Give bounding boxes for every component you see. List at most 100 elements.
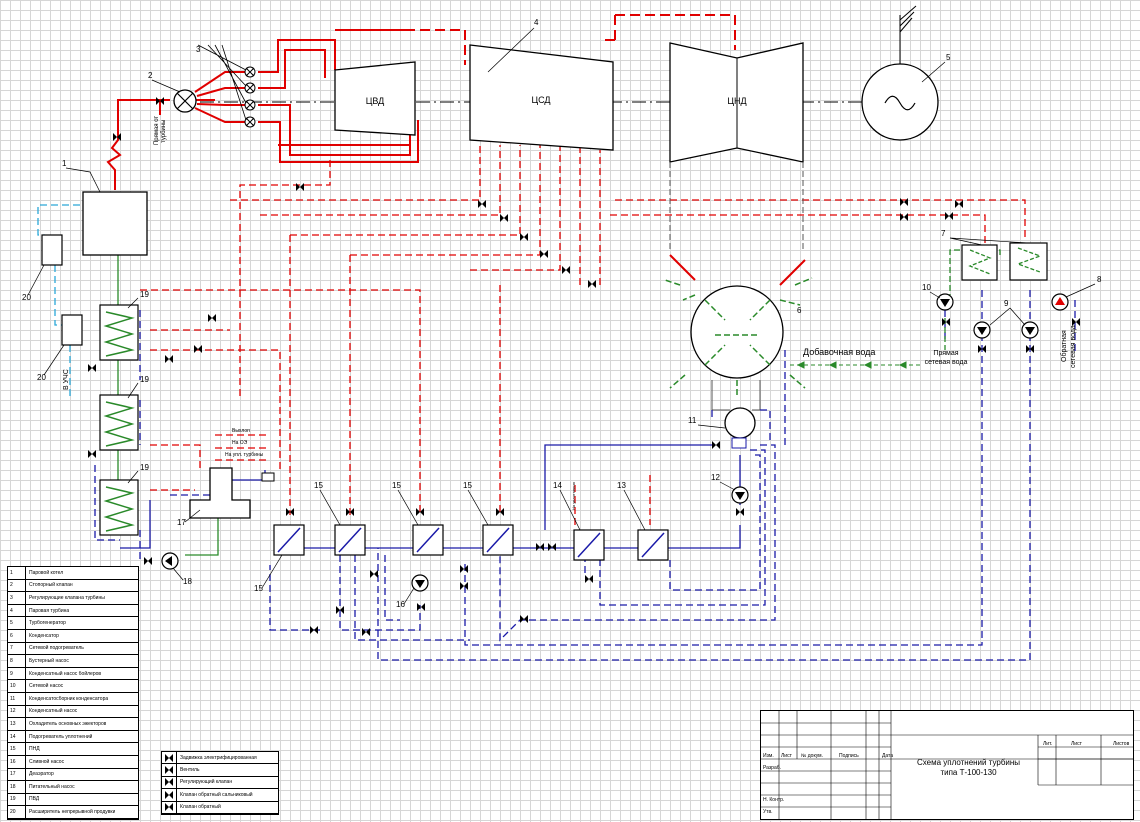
legend-row-text: Сетевой подогреватель (29, 645, 84, 652)
flow-labels: Добавочная вода Прямая сетевая вода Обра… (63, 116, 1077, 510)
lp-heaters (273, 524, 669, 561)
boiler-condensate-pump-1 (973, 321, 991, 339)
legend-row-number: 19 (8, 793, 26, 806)
svg-text:Выхлоп: Выхлоп (232, 428, 250, 434)
svg-text:19: 19 (140, 290, 149, 299)
legend-row-number: 20 (8, 806, 26, 818)
control-valves (197, 44, 256, 128)
symbol-row-text: Регулирующий клапан (180, 779, 233, 786)
legend-row-text: Сетевой насос (29, 683, 64, 690)
legend-row-text: Конденсатор (29, 632, 59, 639)
legend-row-number: 2 (8, 579, 26, 592)
svg-text:14: 14 (553, 481, 562, 490)
network-heaters (961, 242, 1048, 281)
svg-text:11: 11 (688, 416, 697, 425)
title-block: Схема уплотнений турбины типа Т-100-130 … (760, 710, 1134, 820)
valve-icon (162, 776, 177, 789)
expander-1 (41, 234, 63, 266)
svg-text:15: 15 (254, 584, 263, 593)
turbine-group: ЦВД ЦСД ЦНД (200, 5, 939, 163)
svg-text:20: 20 (37, 373, 46, 382)
legend-row-text: Турбогенератор (29, 620, 66, 627)
symbol-row: Клапан обратный (162, 801, 278, 814)
ip-cylinder (469, 44, 614, 151)
legend-row-text: Конденсатосборник конденсатора (29, 695, 109, 702)
col-sign: Подпись (839, 753, 859, 759)
svg-text:Обратная: Обратная (1060, 330, 1068, 362)
condensate-collector (724, 407, 756, 449)
svg-text:На упл. турбины: На упл. турбины (225, 452, 264, 458)
valve-icon (162, 801, 177, 813)
hp-label: ЦВД (366, 96, 385, 106)
legend-row-text: Подогреватель уплотнений (29, 733, 93, 740)
booster-pump (1051, 293, 1069, 311)
condenser (664, 162, 920, 411)
svg-text:17: 17 (177, 518, 186, 527)
legend-row-text: ПВД (29, 796, 40, 803)
svg-text:15: 15 (314, 481, 323, 490)
makeup-water-arrows (796, 361, 907, 369)
col-list: Лист (781, 753, 792, 759)
lit-label: Лит. (1043, 741, 1053, 747)
col-izm: Изм. (763, 753, 774, 759)
deaerator (189, 467, 251, 519)
svg-text:3: 3 (196, 45, 201, 54)
symbol-row: Вентиль (162, 764, 278, 777)
valve-symbols (88, 97, 1080, 636)
network-pump (936, 293, 954, 311)
svg-text:7: 7 (941, 229, 946, 238)
svg-text:сетевая вода: сетевая вода (925, 359, 968, 366)
legend-row-text: Бустерный насос (29, 657, 69, 664)
legend-row-number: 15 (8, 743, 26, 755)
svg-text:10: 10 (922, 283, 931, 292)
legend-row-number: 18 (8, 781, 26, 793)
steam-lines (106, 14, 1026, 525)
symbol-row: Клапан обратный сальниковый (162, 789, 278, 802)
svg-text:9: 9 (1004, 299, 1009, 308)
drain-pump (411, 574, 429, 592)
svg-text:5: 5 (946, 53, 951, 62)
legend-row-text: Паровая турбина (29, 607, 70, 614)
svg-text:1: 1 (62, 159, 67, 168)
boiler (82, 191, 148, 256)
row-utv: Утв. (763, 809, 773, 815)
legend-row-text: Регулирующие клапана турбины (29, 594, 105, 601)
col-date: Дата (882, 753, 894, 759)
legend-row-number: 14 (8, 730, 26, 743)
row-nkontr: Н. Контр. (763, 797, 785, 803)
legend-row-number: 17 (8, 768, 26, 781)
legend-row-number: 12 (8, 705, 26, 718)
svg-text:12: 12 (711, 473, 720, 482)
condensate-lines (94, 290, 1076, 661)
legend-row-number: 16 (8, 755, 26, 768)
legend-row-text: Паровой котел (29, 569, 64, 576)
symbol-row: Регулирующий клапан (162, 776, 278, 790)
feed-pump (161, 552, 179, 570)
svg-text:На уплотнения: На уплотнения (571, 482, 576, 510)
svg-text:Прямая: Прямая (933, 350, 958, 357)
legend-row-number: 3 (8, 592, 26, 604)
legend-row-text: Конденсатный насос бойлеров (29, 670, 102, 677)
svg-text:19: 19 (140, 463, 149, 472)
legend-row-text: Расширитель непрерывной продувки (29, 809, 116, 816)
legend-row-number: 8 (8, 655, 26, 667)
svg-text:15: 15 (463, 481, 472, 490)
svg-text:18: 18 (183, 577, 192, 586)
stop-valve (173, 89, 197, 113)
legend-row-number: 1 (8, 567, 26, 579)
svg-text:20: 20 (22, 293, 31, 302)
